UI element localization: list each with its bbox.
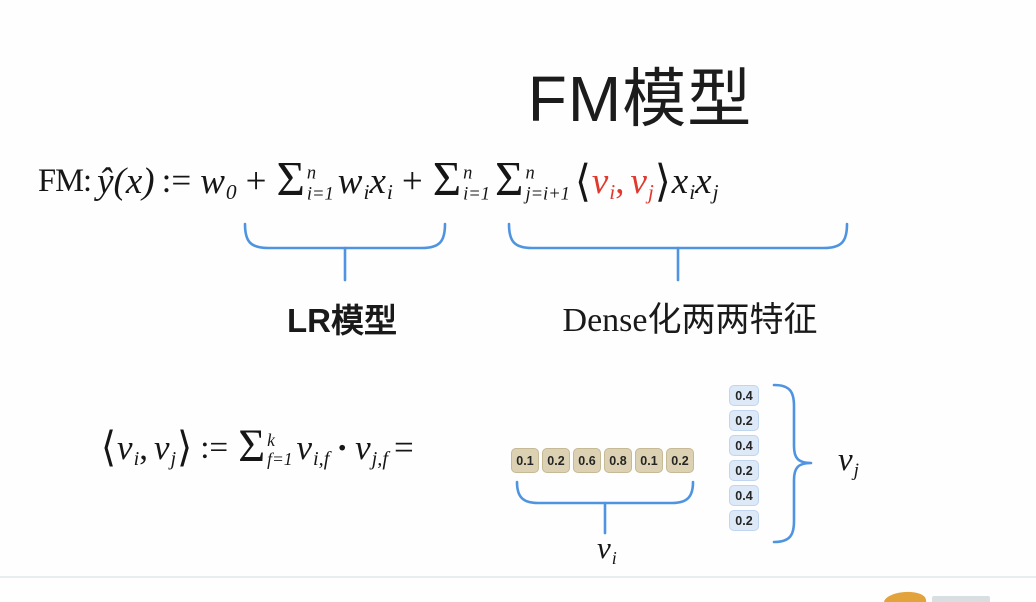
vj-cell: 0.2 [729, 460, 759, 481]
vj-vector-label: vj [838, 442, 859, 482]
vj-cell: 0.2 [729, 510, 759, 531]
sum-2-upper: n [463, 163, 473, 184]
vi-vector: 0.1 0.2 0.6 0.8 0.1 0.2 [511, 448, 694, 473]
sum-1-lower: i=1 [306, 184, 334, 205]
sum-2-lower: i=1 [463, 184, 491, 205]
vi-cell: 0.1 [511, 448, 539, 473]
orange-brand-logo-icon [883, 589, 927, 602]
brand-watermark [932, 596, 990, 602]
equals-operator: = [393, 427, 414, 467]
underbrace-lr [243, 222, 447, 282]
page-title: FM模型 [527, 63, 753, 135]
formula-prefix: FM: [38, 162, 92, 199]
footer-divider [0, 576, 1036, 578]
assign-operator: := [200, 428, 229, 466]
sigma-symbol: Σ [238, 420, 266, 472]
sigma-symbol: Σ [432, 151, 462, 207]
sigma-symbol: Σ [495, 151, 524, 207]
sigma-symbol: Σ [276, 151, 305, 207]
plus-operator: + [401, 160, 423, 202]
vj-cell: 0.4 [729, 435, 759, 456]
sum-3-upper: n [525, 163, 535, 184]
vj-vector: 0.4 0.2 0.4 0.2 0.4 0.2 [729, 385, 759, 531]
dot-operator: · [336, 427, 349, 467]
vi-cell: 0.2 [666, 448, 694, 473]
sum-1-upper: n [306, 163, 317, 184]
dense-feature-label: Dense化两两特征 [562, 302, 818, 339]
right-angle-bracket: ⟩ [177, 425, 193, 471]
vi-cell: 0.1 [635, 448, 663, 473]
left-angle-bracket: ⟨ [101, 425, 117, 471]
yhat-term: ŷ(x) [97, 160, 155, 202]
vj-cell: 0.2 [729, 410, 759, 431]
vj-cell: 0.4 [729, 385, 759, 406]
sum-3-lower: j=i+1 [525, 184, 570, 205]
red-comma: , [615, 160, 625, 202]
vj-cell: 0.4 [729, 485, 759, 506]
sum-k-upper: k [267, 430, 275, 451]
left-angle-bracket: ⟨ [574, 157, 591, 206]
vi-cell: 0.6 [573, 448, 601, 473]
lr-model-label: LR模型 [287, 302, 397, 339]
underbrace-vi [515, 480, 695, 535]
plus-operator: + [245, 160, 267, 202]
right-angle-bracket: ⟩ [654, 157, 671, 206]
underbrace-dense [507, 222, 849, 282]
right-brace-vj [772, 383, 813, 544]
vi-cell: 0.8 [604, 448, 632, 473]
vi-vector-label: vi [597, 530, 617, 568]
sum-k-lower: f=1 [267, 449, 293, 470]
assign-operator: := [161, 161, 192, 200]
vi-cell: 0.2 [542, 448, 570, 473]
comma: , [139, 427, 148, 467]
